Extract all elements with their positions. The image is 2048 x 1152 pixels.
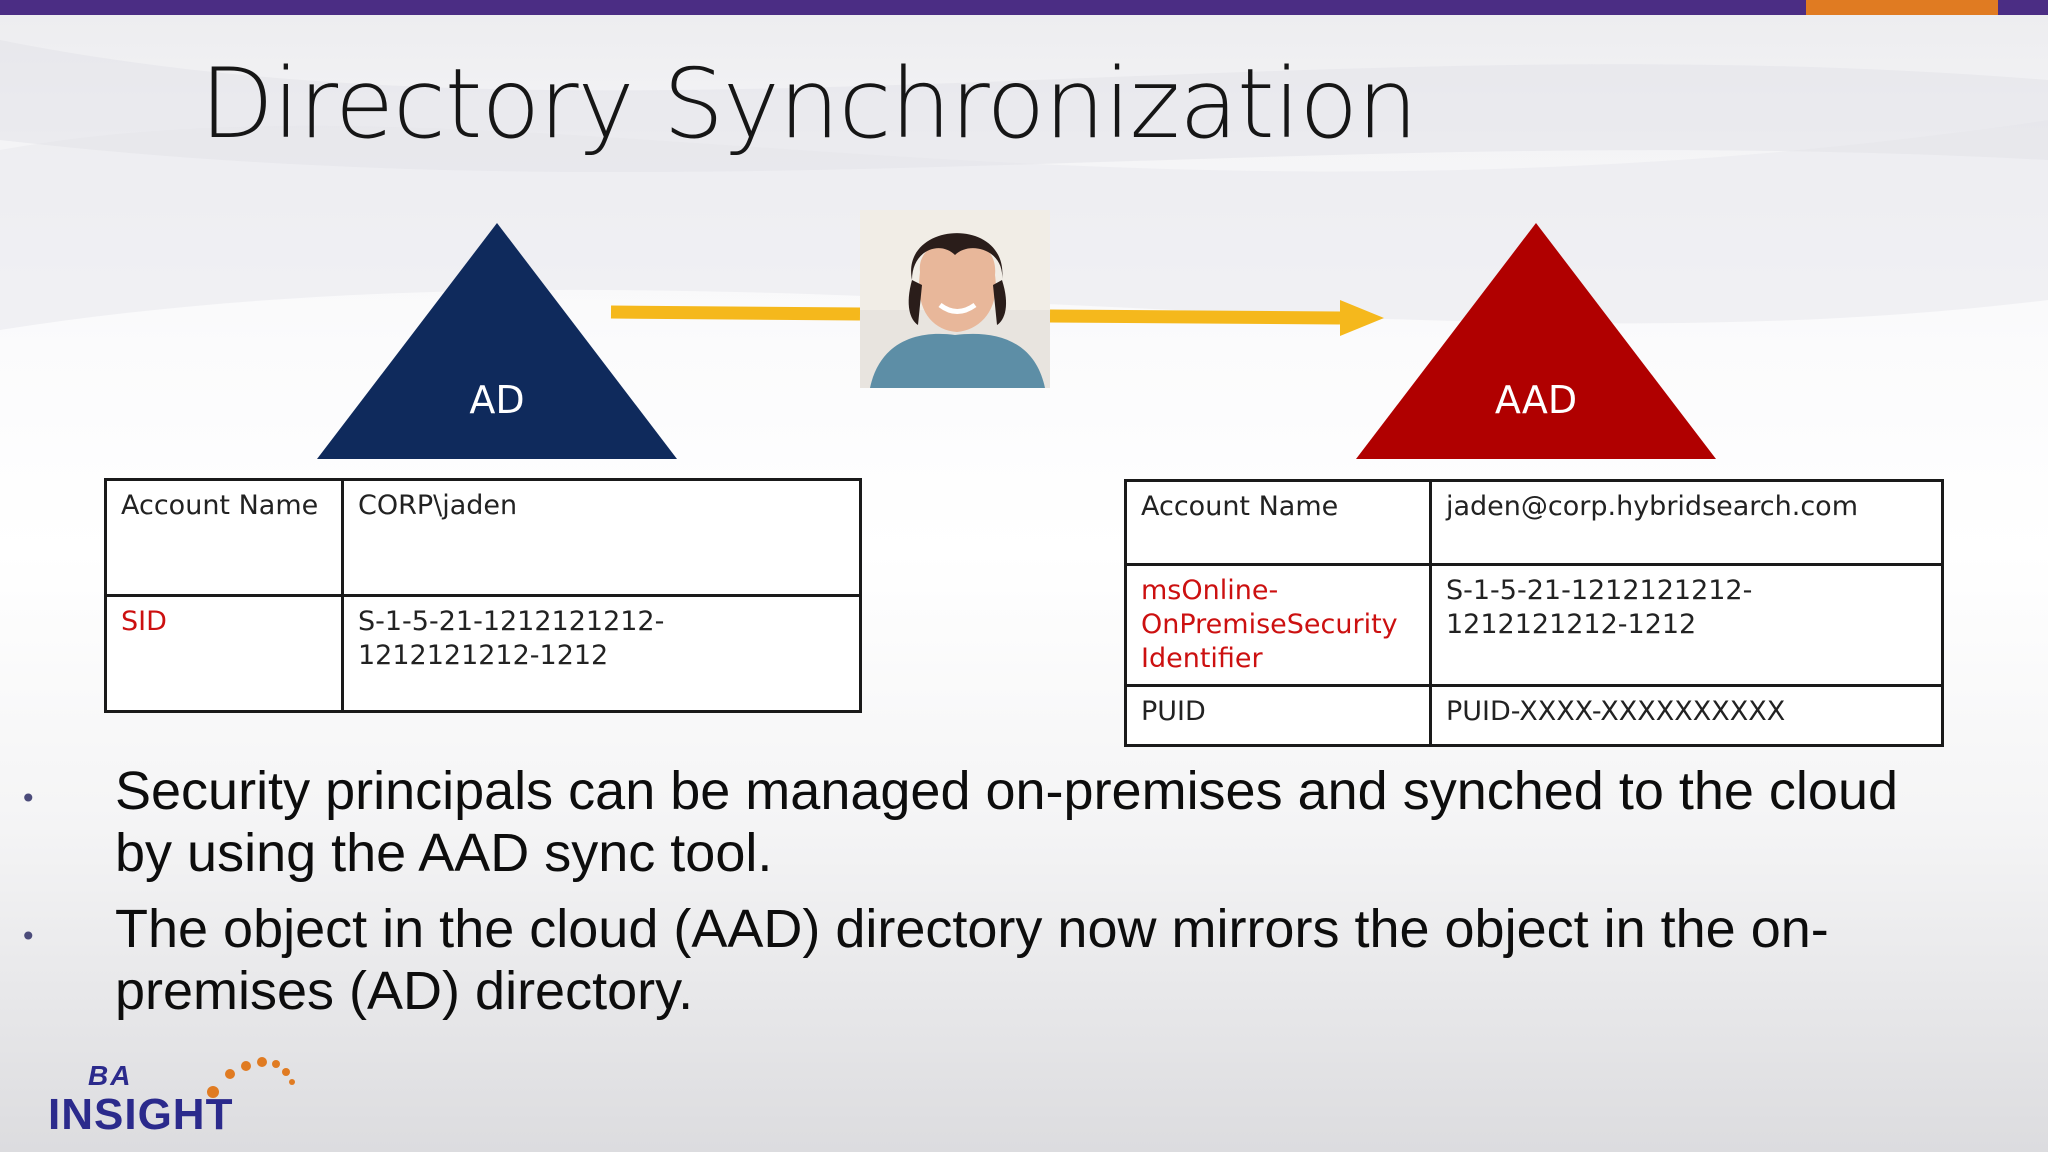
logo-dots-icon (207, 1057, 295, 1098)
person-photo (860, 210, 1050, 388)
bullet-marker: • (20, 920, 37, 953)
arrow-segment-left (610, 305, 861, 321)
aad-label: AAD (1494, 378, 1578, 422)
table-row: Account Name CORP\jaden (104, 478, 862, 597)
arrow-head (1340, 300, 1384, 336)
table-row: SID S-1-5-21-1212121212-1212121212-1212 (104, 594, 862, 713)
logo-ba-text: BA (88, 1060, 133, 1091)
ad-triangle (317, 223, 677, 459)
logo-insight-text: INSIGHT (48, 1090, 234, 1139)
attribute-value: S-1-5-21-1212121212-1212121212-1212 (1429, 563, 1944, 687)
attribute-value: PUID-XXXX-XXXXXXXXXX (1429, 684, 1944, 747)
bullet-text: The object in the cloud (AAD) directory … (115, 899, 1829, 1021)
attribute-key: Account Name (1124, 479, 1432, 566)
ad-label: AD (469, 378, 525, 422)
table-row: msOnline-OnPremiseSecurity Identifier S-… (1124, 563, 1944, 687)
attribute-key: msOnline-OnPremiseSecurity Identifier (1124, 563, 1432, 687)
ba-insight-logo: BA INSIGHT (48, 1052, 308, 1139)
attribute-key: SID (104, 594, 344, 713)
attribute-key: Account Name (104, 478, 344, 597)
top-accent-bar-orange (1806, 0, 1998, 15)
bullet-marker: • (20, 782, 37, 815)
aad-triangle (1356, 223, 1716, 459)
table-row: Account Name jaden@corp.hybridsearch.com (1124, 479, 1944, 566)
ad-attributes-table: Account Name CORP\jaden SID S-1-5-21-121… (104, 478, 862, 713)
attribute-value: CORP\jaden (341, 478, 862, 597)
bullet-text: Security principals can be managed on-pr… (115, 761, 1899, 883)
arrow-segment-right (1049, 309, 1341, 325)
attribute-value: S-1-5-21-1212121212-1212121212-1212 (341, 594, 862, 713)
attribute-key: PUID (1124, 684, 1432, 747)
table-row: PUID PUID-XXXX-XXXXXXXXXX (1124, 684, 1944, 747)
slide-title: Directory Synchronization (200, 48, 1418, 160)
attribute-value: jaden@corp.hybridsearch.com (1429, 479, 1944, 566)
top-accent-bar (0, 0, 2048, 15)
aad-attributes-table: Account Name jaden@corp.hybridsearch.com… (1124, 479, 1944, 747)
